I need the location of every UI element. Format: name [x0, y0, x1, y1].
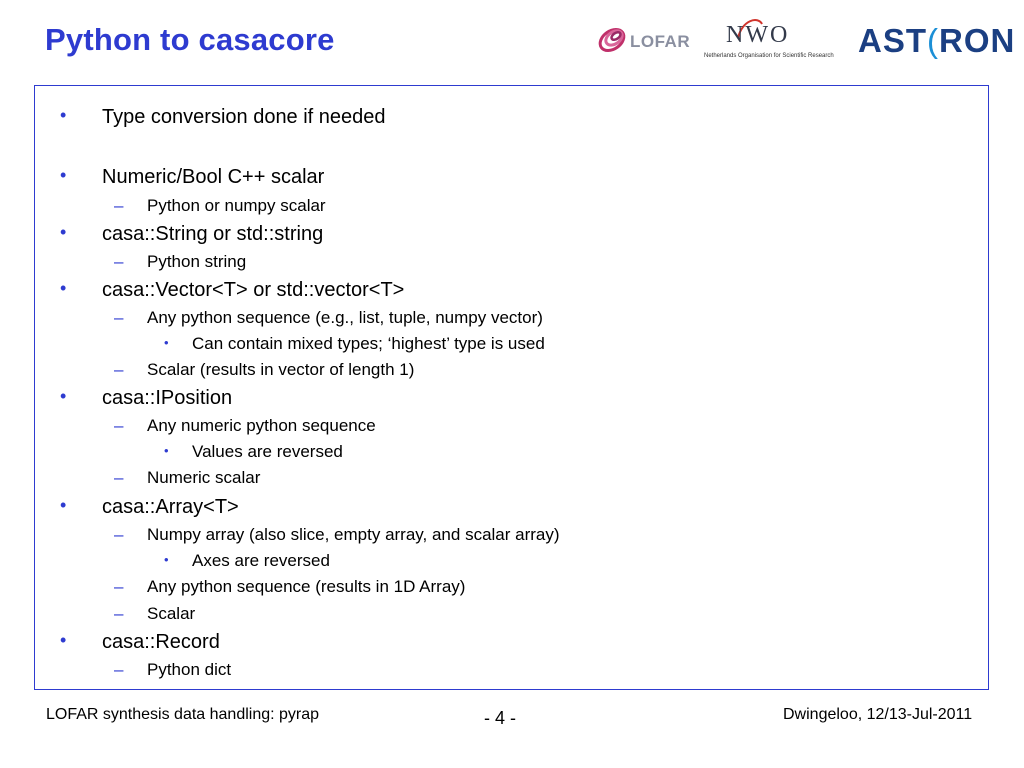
bullet-marker: –	[114, 525, 124, 544]
bullet-marker: •	[60, 165, 67, 185]
bullet-text: casa::Record	[102, 631, 220, 653]
lofar-wordmark: LOFAR	[630, 32, 691, 51]
bullet-text: Any python sequence (results in 1D Array…	[147, 577, 466, 596]
bullet-text: casa::String or std::string	[102, 223, 324, 245]
bullet-marker: –	[114, 416, 124, 435]
bullet-text: Axes are reversed	[192, 551, 330, 570]
bullet-text: Numeric/Bool C++ scalar	[102, 166, 325, 188]
astron-paren: (	[927, 22, 939, 59]
astron-wordmark-a: AST	[858, 22, 927, 59]
bullet-marker: •	[164, 335, 169, 350]
bullet-text: Can contain mixed types; ‘highest’ type …	[192, 334, 545, 353]
bullet-marker: –	[114, 360, 124, 379]
bullet-marker: •	[60, 105, 67, 125]
nwo-subtitle: Netherlands Organisation for Scientific …	[704, 53, 834, 59]
page-number: - 4 -	[484, 708, 517, 728]
bullet-marker: •	[164, 443, 169, 458]
bullet-marker: •	[60, 386, 67, 406]
bullet-text: casa::Vector<T> or std::vector<T>	[102, 279, 405, 301]
nwo-wordmark: NWO	[726, 22, 790, 48]
bullet-text: Python or numpy scalar	[147, 196, 326, 215]
bullet-text: casa::Array<T>	[102, 496, 239, 518]
bullet-text: Numeric scalar	[147, 468, 261, 487]
bullet-text: Numpy array (also slice, empty array, an…	[147, 525, 560, 544]
bullet-text: Python dict	[147, 660, 232, 679]
astron-wordmark-b: RON	[939, 22, 1016, 59]
bullet-text: Any python sequence (e.g., list, tuple, …	[147, 308, 543, 327]
bullet-marker: •	[164, 552, 169, 567]
bullet-text: Type conversion done if needed	[102, 106, 386, 128]
bullet-marker: •	[60, 278, 67, 298]
lofar-swirl-icon	[598, 28, 626, 52]
nwo-logo: NWO Netherlands Organisation for Scienti…	[704, 16, 854, 62]
bullet-text: Values are reversed	[192, 442, 343, 461]
logo-bar: LOFAR NWO Netherlands Organisation for S…	[596, 16, 1014, 66]
bullet-text: casa::IPosition	[102, 387, 233, 409]
footer-left-text: LOFAR synthesis data handling: pyrap	[46, 706, 320, 723]
bullet-marker: –	[114, 604, 124, 623]
bullet-marker: •	[60, 222, 67, 242]
bullet-marker: –	[114, 468, 124, 487]
nwo-arc-icon	[737, 19, 763, 39]
bullet-marker: –	[114, 252, 124, 271]
bullet-marker: –	[114, 577, 124, 596]
bullet-text: Python string	[147, 252, 247, 271]
bullet-text: Any numeric python sequence	[147, 416, 376, 435]
bullet-text: Scalar	[147, 604, 196, 623]
bullet-marker: –	[114, 196, 124, 215]
bullet-marker: •	[60, 495, 67, 515]
bullet-marker: –	[114, 660, 124, 679]
slide-title: Python to casacore	[45, 22, 335, 57]
lofar-logo: LOFAR	[596, 20, 698, 60]
bullet-marker: •	[60, 630, 67, 650]
footer-right-text: Dwingeloo, 12/13-Jul-2011	[783, 706, 973, 723]
astron-logo: AST(RON	[858, 22, 1015, 60]
bullet-marker: –	[114, 308, 124, 327]
content-frame	[34, 85, 989, 690]
bullet-text: Scalar (results in vector of length 1)	[147, 360, 415, 379]
